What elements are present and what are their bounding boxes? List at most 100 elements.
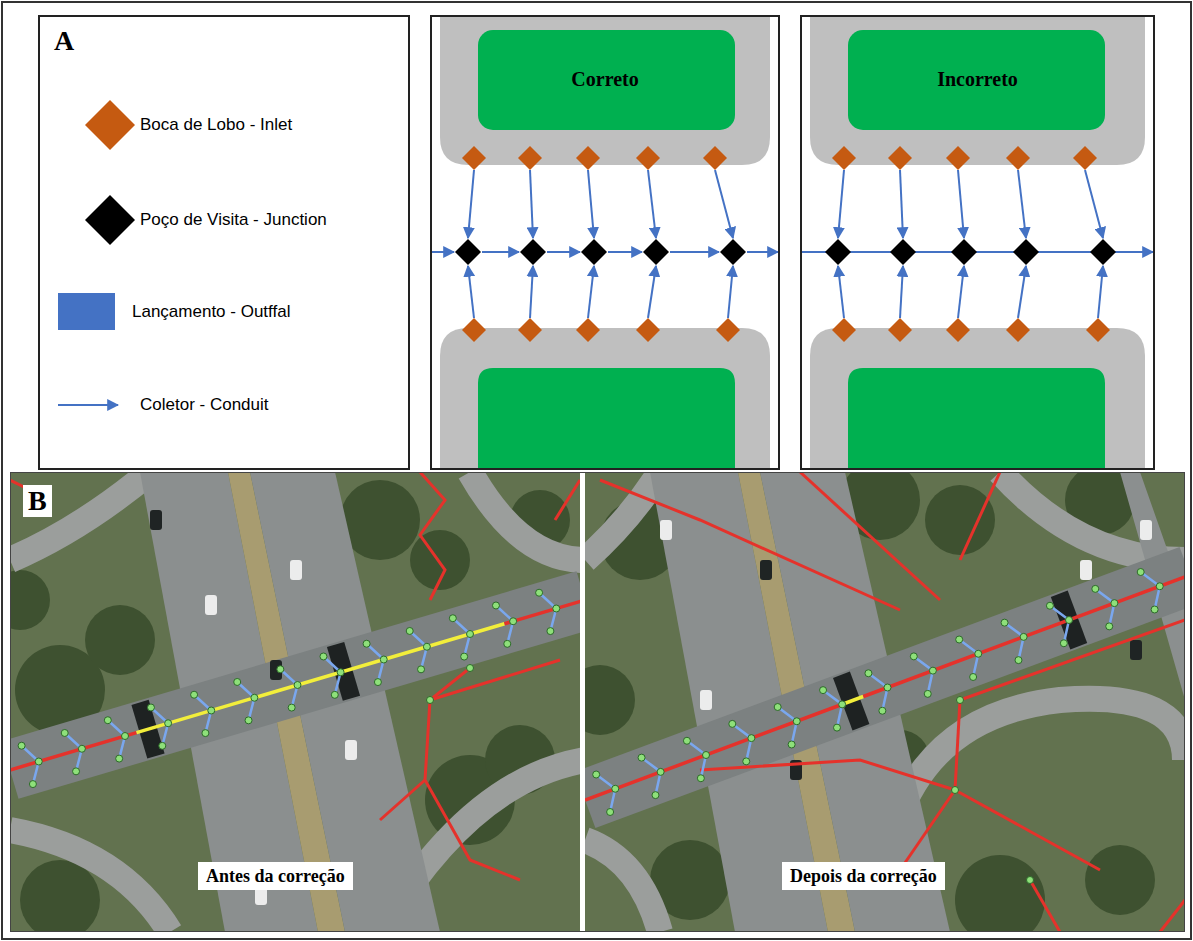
inlet-diamond	[1006, 318, 1030, 342]
inlet-conduit-arrow	[900, 266, 903, 318]
inlet-diamond	[716, 318, 740, 342]
inlet-conduit-arrow	[468, 170, 474, 238]
inlet-diamond	[636, 146, 660, 170]
inlet-conduit-arrow	[530, 170, 533, 238]
node-dot	[380, 656, 387, 663]
node-dot	[924, 690, 931, 697]
node-dot	[234, 678, 241, 685]
inlet-conduit-arrow	[900, 170, 903, 238]
drain-line-red	[585, 706, 839, 801]
node-dot	[683, 737, 690, 744]
incorrect-layout	[802, 17, 1153, 468]
drain-line-red	[600, 480, 900, 610]
junction-diamond	[581, 239, 607, 265]
tree-canopy	[85, 605, 155, 675]
node-dot	[956, 636, 963, 643]
sidewalk-bottom	[810, 328, 1145, 468]
car	[150, 510, 162, 530]
node-dot	[202, 730, 209, 737]
green-area-bottom	[848, 368, 1105, 468]
junction-diamond	[1090, 239, 1116, 265]
legend-sample	[50, 190, 136, 250]
aerial-photo	[10, 472, 580, 932]
inlet-conduit-arrow	[648, 170, 656, 238]
node-dot	[793, 718, 800, 725]
drain-line-red	[555, 480, 580, 520]
aerial-photo	[585, 472, 1185, 932]
inlet-conduit-arrow	[1085, 170, 1103, 238]
node-dot	[423, 643, 430, 650]
road-ramp	[10, 830, 170, 932]
panel-title: Incorreto	[937, 68, 1018, 91]
car	[760, 560, 772, 580]
inlet-diamond	[1086, 318, 1110, 342]
node-dot	[638, 754, 645, 761]
node-dot	[116, 755, 123, 762]
inlet-diamond	[518, 318, 542, 342]
node-dot	[748, 735, 755, 742]
tree-canopy	[955, 855, 1045, 932]
green-area-top	[848, 30, 1105, 130]
conduit-arrow	[547, 251, 580, 253]
tree-canopy	[585, 665, 635, 735]
node-dot	[467, 631, 474, 638]
inlet-conduit-arrow	[838, 266, 844, 318]
inlet-conduit-arrow	[728, 266, 733, 318]
crosswalk	[1059, 594, 1079, 646]
inlet-diamond	[1006, 146, 1030, 170]
conduit-arrow	[670, 251, 719, 253]
drain-line-red	[420, 472, 445, 600]
drain-line-red	[955, 790, 1100, 870]
node-dot	[1156, 583, 1163, 590]
node-dot	[833, 724, 840, 731]
legend-swatch	[58, 293, 115, 330]
node-dot	[536, 589, 543, 596]
inlet-conduit-arrow	[1018, 170, 1026, 238]
node-dot	[331, 691, 338, 698]
legend-sample	[50, 95, 136, 155]
node-dot	[788, 741, 795, 748]
vegetation-ground	[585, 472, 1185, 932]
inlet-diamond	[1073, 146, 1097, 170]
tree-canopy	[925, 485, 995, 555]
node-dot	[1137, 569, 1144, 576]
inlet-conduit-arrow	[1098, 266, 1103, 318]
inlet-conduit-arrow	[838, 170, 844, 238]
panel-title: A	[54, 25, 74, 57]
drain-line-red	[800, 472, 940, 600]
node-dot	[553, 605, 560, 612]
inlet-diamond	[946, 146, 970, 170]
conduit-arrow	[482, 251, 519, 253]
panel-title: Correto	[571, 68, 638, 91]
node-dot	[879, 707, 886, 714]
inlet-conduit-arrow	[958, 170, 964, 238]
node-dot	[510, 618, 517, 625]
node-dot	[73, 768, 80, 775]
drain-line-red	[960, 472, 1000, 560]
node-dot	[35, 758, 42, 765]
car	[1130, 640, 1142, 660]
inlet-diamond	[462, 318, 486, 342]
node-dot	[697, 775, 704, 782]
node-dot	[612, 785, 619, 792]
node-dot	[191, 691, 198, 698]
node-dot	[929, 667, 936, 674]
node-dot	[1060, 640, 1067, 647]
node-dot	[277, 666, 284, 673]
drain-line-red	[425, 668, 520, 880]
node-dot	[449, 615, 456, 622]
legend-symbol	[50, 375, 136, 435]
drain-line-red	[430, 660, 560, 700]
image-divider	[580, 472, 585, 932]
tree-canopy	[1085, 845, 1155, 915]
node-dot	[406, 627, 413, 634]
node-dot	[820, 687, 827, 694]
image-caption: Antes da correção	[198, 862, 353, 890]
inlet-diamond	[832, 146, 856, 170]
junction-diamond	[643, 239, 669, 265]
car	[1080, 560, 1092, 580]
sidewalk-top	[810, 17, 1145, 165]
drain-line-red	[900, 790, 955, 870]
